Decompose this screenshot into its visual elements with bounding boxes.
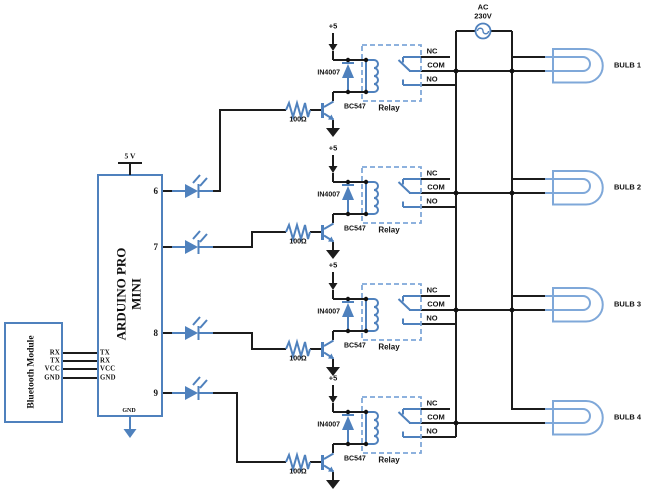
bulb-icon bbox=[544, 48, 604, 84]
resistor-label: 100Ω bbox=[289, 116, 307, 124]
relay-label: Relay bbox=[378, 103, 400, 113]
led-icon bbox=[171, 376, 214, 401]
resistor-label: 100Ω bbox=[289, 238, 307, 246]
arduino-pin-vcc: VCC bbox=[100, 365, 116, 373]
relay-label: Relay bbox=[378, 455, 400, 465]
arduino-5v-label: 5 V bbox=[124, 151, 136, 161]
diode-label: IN4007 bbox=[317, 308, 340, 316]
transistor-label: BC547 bbox=[344, 342, 366, 350]
relay-label: Relay bbox=[378, 225, 400, 235]
resistor-label: 100Ω bbox=[289, 468, 307, 476]
arduino-pin-rx: RX bbox=[100, 357, 111, 365]
bt-pin-tx: TX bbox=[50, 357, 60, 365]
bluetooth-title: Bluetooth Module bbox=[26, 335, 37, 409]
bluetooth-box bbox=[4, 322, 63, 423]
arduino-pin-gnd: GND bbox=[100, 374, 116, 382]
bus-junction-dots bbox=[453, 68, 515, 426]
transistor-label: BC547 bbox=[344, 103, 366, 111]
supply-label: +5 bbox=[328, 373, 338, 383]
arduino-title: ARDUINO PRO MINI bbox=[113, 247, 143, 341]
arduino-ground-icon bbox=[123, 417, 137, 438]
arduino-box bbox=[97, 174, 163, 417]
bt-pin-rx: RX bbox=[49, 349, 60, 357]
bt-pin-vcc: VCC bbox=[44, 365, 60, 373]
diode-label: IN4007 bbox=[317, 69, 340, 77]
nc-label: NC bbox=[426, 46, 438, 56]
ac-label: AC bbox=[477, 2, 489, 12]
nc-label: NC bbox=[426, 285, 438, 295]
com-label: COM bbox=[427, 299, 445, 309]
com-label: COM bbox=[427, 412, 445, 422]
no-label: NO bbox=[426, 313, 438, 323]
no-label: NO bbox=[426, 196, 438, 206]
transistor-label: BC547 bbox=[344, 455, 366, 463]
arduino-gnd-label: GND bbox=[122, 408, 136, 414]
arduino-pin-tx: TX bbox=[100, 349, 110, 357]
pin-8: 8 bbox=[153, 328, 159, 338]
pin-9: 9 bbox=[153, 388, 159, 398]
no-label: NO bbox=[426, 74, 438, 84]
resistor-label: 100Ω bbox=[289, 355, 307, 363]
bulb-4-label: BULB 4 bbox=[614, 412, 642, 422]
ac-source-icon bbox=[474, 22, 492, 40]
relay-label: Relay bbox=[378, 342, 400, 352]
ac-voltage: 230V bbox=[474, 11, 492, 21]
com-label: COM bbox=[427, 60, 445, 70]
supply-label: +5 bbox=[328, 143, 338, 153]
nc-label: NC bbox=[426, 168, 438, 178]
bulb-2-label: BULB 2 bbox=[614, 182, 642, 192]
com-label: COM bbox=[427, 182, 445, 192]
nc-label: NC bbox=[426, 398, 438, 408]
transistor-label: BC547 bbox=[344, 225, 366, 233]
led-icon bbox=[171, 230, 214, 255]
bulb-icon bbox=[544, 287, 604, 323]
led-icon bbox=[171, 316, 214, 341]
bulb-3-label: BULB 3 bbox=[614, 299, 642, 309]
led-icon bbox=[171, 174, 214, 199]
bulb-icon bbox=[544, 400, 604, 436]
bulb-1-label: BULB 1 bbox=[614, 60, 642, 70]
bt-pin-gnd: GND bbox=[44, 374, 60, 382]
pin-7: 7 bbox=[153, 242, 159, 252]
supply-label: +5 bbox=[328, 260, 338, 270]
diode-label: IN4007 bbox=[317, 421, 340, 429]
wires bbox=[63, 30, 547, 463]
supply-label: +5 bbox=[328, 21, 338, 31]
bulb-icon bbox=[544, 170, 604, 206]
diode-label: IN4007 bbox=[317, 191, 340, 199]
pin-6: 6 bbox=[153, 186, 159, 196]
no-label: NO bbox=[426, 426, 438, 436]
